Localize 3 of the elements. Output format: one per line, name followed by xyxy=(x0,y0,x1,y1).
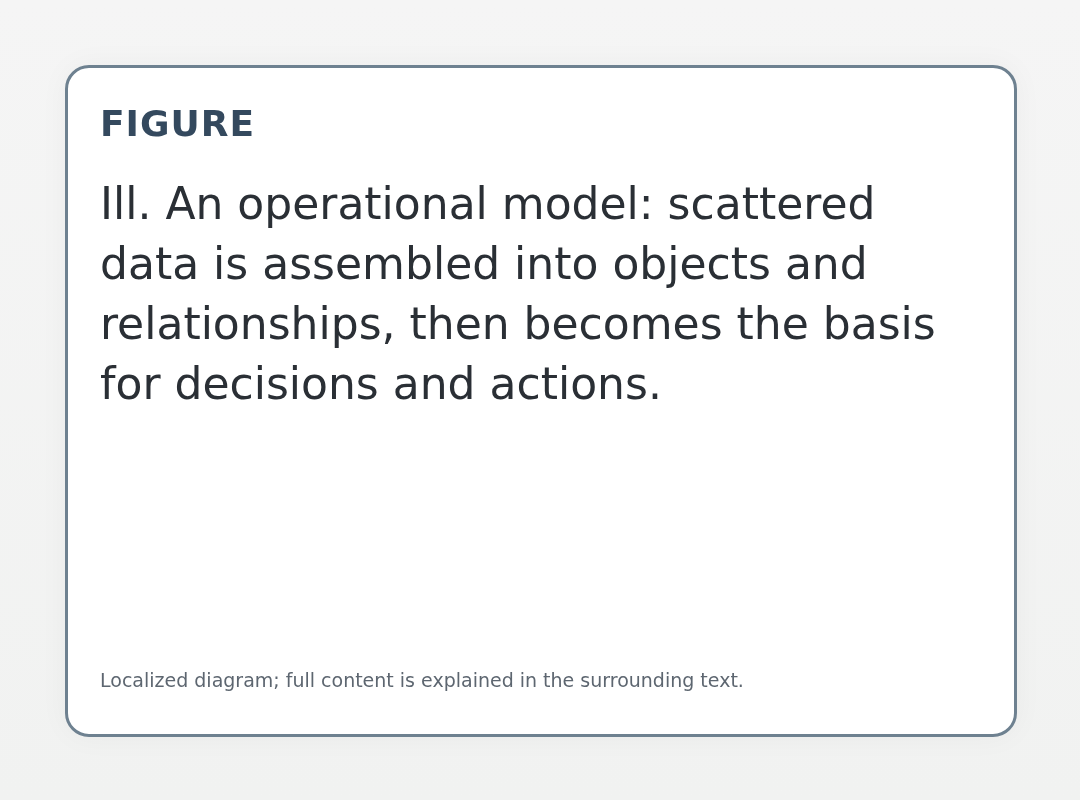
figure-description: Ill. An operational model: scattered data is assembled into objects and relationships, then becomes the basis for decisions and actions. xyxy=(100,177,937,411)
figure-heading: FIGURE xyxy=(100,102,256,146)
caption: Localized diagram; full content is explained in the surrounding text. xyxy=(100,668,744,692)
